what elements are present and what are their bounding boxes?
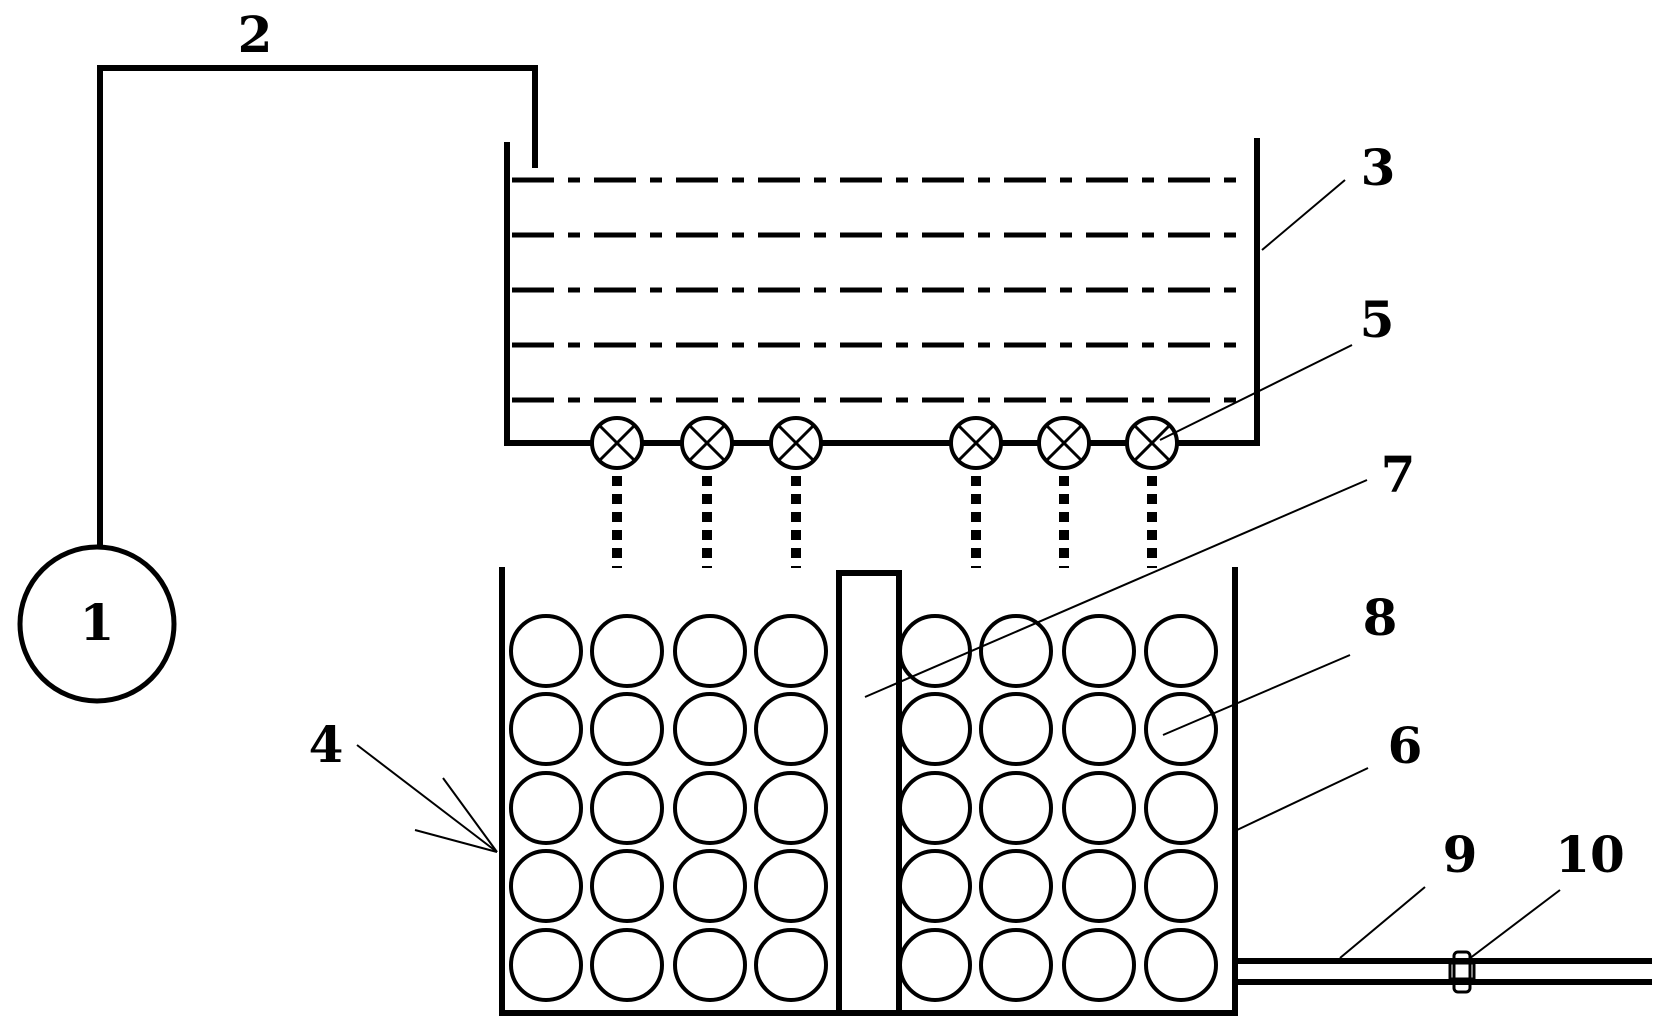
sphere <box>673 849 747 923</box>
leader-5 <box>1159 344 1353 441</box>
valve-cross <box>1045 424 1083 462</box>
sphere <box>979 771 1053 845</box>
sphere <box>1062 928 1136 1002</box>
sphere <box>754 928 828 1002</box>
sphere <box>898 928 972 1002</box>
sphere <box>1144 849 1218 923</box>
leader-10 <box>1464 889 1561 963</box>
sphere <box>1144 771 1218 845</box>
leader-4b <box>442 777 498 853</box>
label-2: 2 <box>238 5 273 64</box>
sphere <box>590 692 664 766</box>
sphere <box>1144 928 1218 1002</box>
outlet-valve <box>1452 950 1472 994</box>
label-6: 6 <box>1388 716 1423 775</box>
label-7: 7 <box>1381 445 1416 504</box>
sphere <box>590 928 664 1002</box>
label-8: 8 <box>1363 588 1398 647</box>
sphere <box>1144 692 1218 766</box>
label-1: 1 <box>80 593 115 652</box>
sphere <box>898 771 972 845</box>
sphere <box>1144 614 1218 688</box>
leader-8 <box>1162 654 1351 736</box>
sphere <box>509 928 583 1002</box>
sphere <box>673 928 747 1002</box>
sphere <box>754 771 828 845</box>
sphere <box>673 614 747 688</box>
label-4: 4 <box>309 715 344 774</box>
valve-cross <box>1133 424 1171 462</box>
valve-cross <box>777 424 815 462</box>
label-5: 5 <box>1360 290 1395 349</box>
sphere <box>509 849 583 923</box>
label-9: 9 <box>1443 825 1478 884</box>
sphere-packing <box>509 614 1218 1002</box>
sphere <box>754 692 828 766</box>
label-10: 10 <box>1555 825 1625 884</box>
valve-cross <box>598 424 636 462</box>
sphere <box>1062 692 1136 766</box>
partition <box>836 570 902 1016</box>
leader-4a <box>356 744 498 853</box>
label-3: 3 <box>1361 138 1396 197</box>
outlet-valve-cap <box>1448 961 1476 981</box>
sphere <box>509 614 583 688</box>
sphere <box>1062 614 1136 688</box>
sphere <box>979 849 1053 923</box>
sphere <box>1062 771 1136 845</box>
sphere <box>754 614 828 688</box>
leader-9 <box>1339 886 1426 959</box>
sphere <box>898 692 972 766</box>
sphere <box>1062 849 1136 923</box>
sphere <box>509 692 583 766</box>
sphere <box>509 771 583 845</box>
sphere <box>898 614 972 688</box>
leader-4c <box>414 829 498 853</box>
sphere <box>979 614 1053 688</box>
valve-cross <box>957 424 995 462</box>
sphere <box>754 849 828 923</box>
valve-cross <box>688 424 726 462</box>
leader-7 <box>864 479 1368 698</box>
supply-pipe <box>97 65 538 548</box>
upper-tank-wall <box>504 138 1260 446</box>
sphere <box>590 849 664 923</box>
sphere <box>673 771 747 845</box>
sphere <box>898 849 972 923</box>
sphere <box>590 771 664 845</box>
leader-3 <box>1261 179 1346 251</box>
sphere <box>673 692 747 766</box>
leader-6 <box>1236 767 1369 831</box>
sphere <box>979 692 1053 766</box>
valve-row <box>590 416 1179 568</box>
sphere <box>979 928 1053 1002</box>
upper-tank-liquid <box>512 177 1250 403</box>
sphere <box>590 614 664 688</box>
